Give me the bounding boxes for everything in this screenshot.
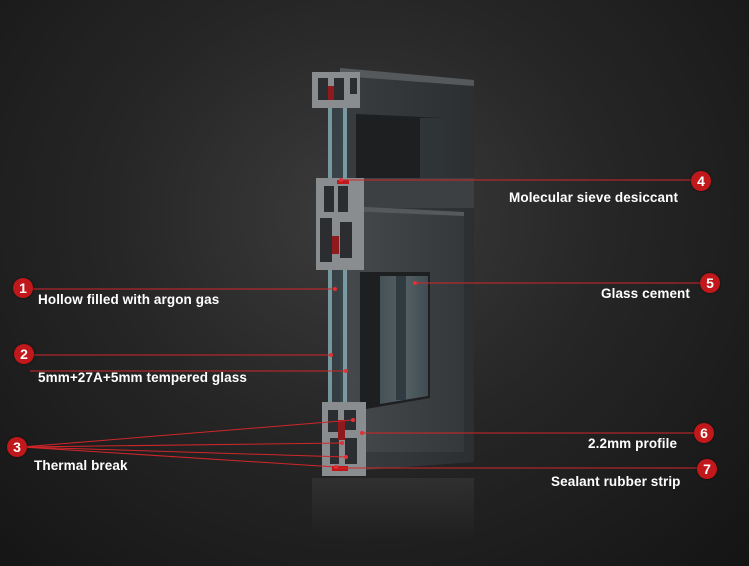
- profile-cross-section: [312, 72, 366, 476]
- leader-lines: [21, 179, 710, 469]
- leader-dots: [329, 178, 417, 469]
- callout-7-label: Sealant rubber strip: [551, 474, 681, 489]
- lower-opening: [360, 272, 430, 410]
- callout-5-label: Glass cement: [601, 286, 690, 301]
- callout-6-badge: 6: [694, 423, 714, 443]
- callout-4-badge: 4: [691, 171, 711, 191]
- upper-opening: [356, 114, 444, 178]
- callout-1-label: Hollow filled with argon gas: [38, 292, 220, 307]
- callout-1-badge: 1: [13, 278, 33, 298]
- callout-4-label: Molecular sieve desiccant: [509, 190, 679, 205]
- callout-2-label: 5mm+27A+5mm tempered glass: [38, 370, 247, 385]
- callout-7-badge: 7: [697, 459, 717, 479]
- callout-6-label: 2.2mm profile: [588, 436, 678, 451]
- callout-3-badge: 3: [7, 437, 27, 457]
- mullion: [346, 178, 474, 208]
- callout-3-label: Thermal break: [34, 458, 128, 473]
- floor-reflection: [312, 478, 474, 538]
- callout-2-badge: 2: [14, 344, 34, 364]
- callout-5-badge: 5: [700, 273, 720, 293]
